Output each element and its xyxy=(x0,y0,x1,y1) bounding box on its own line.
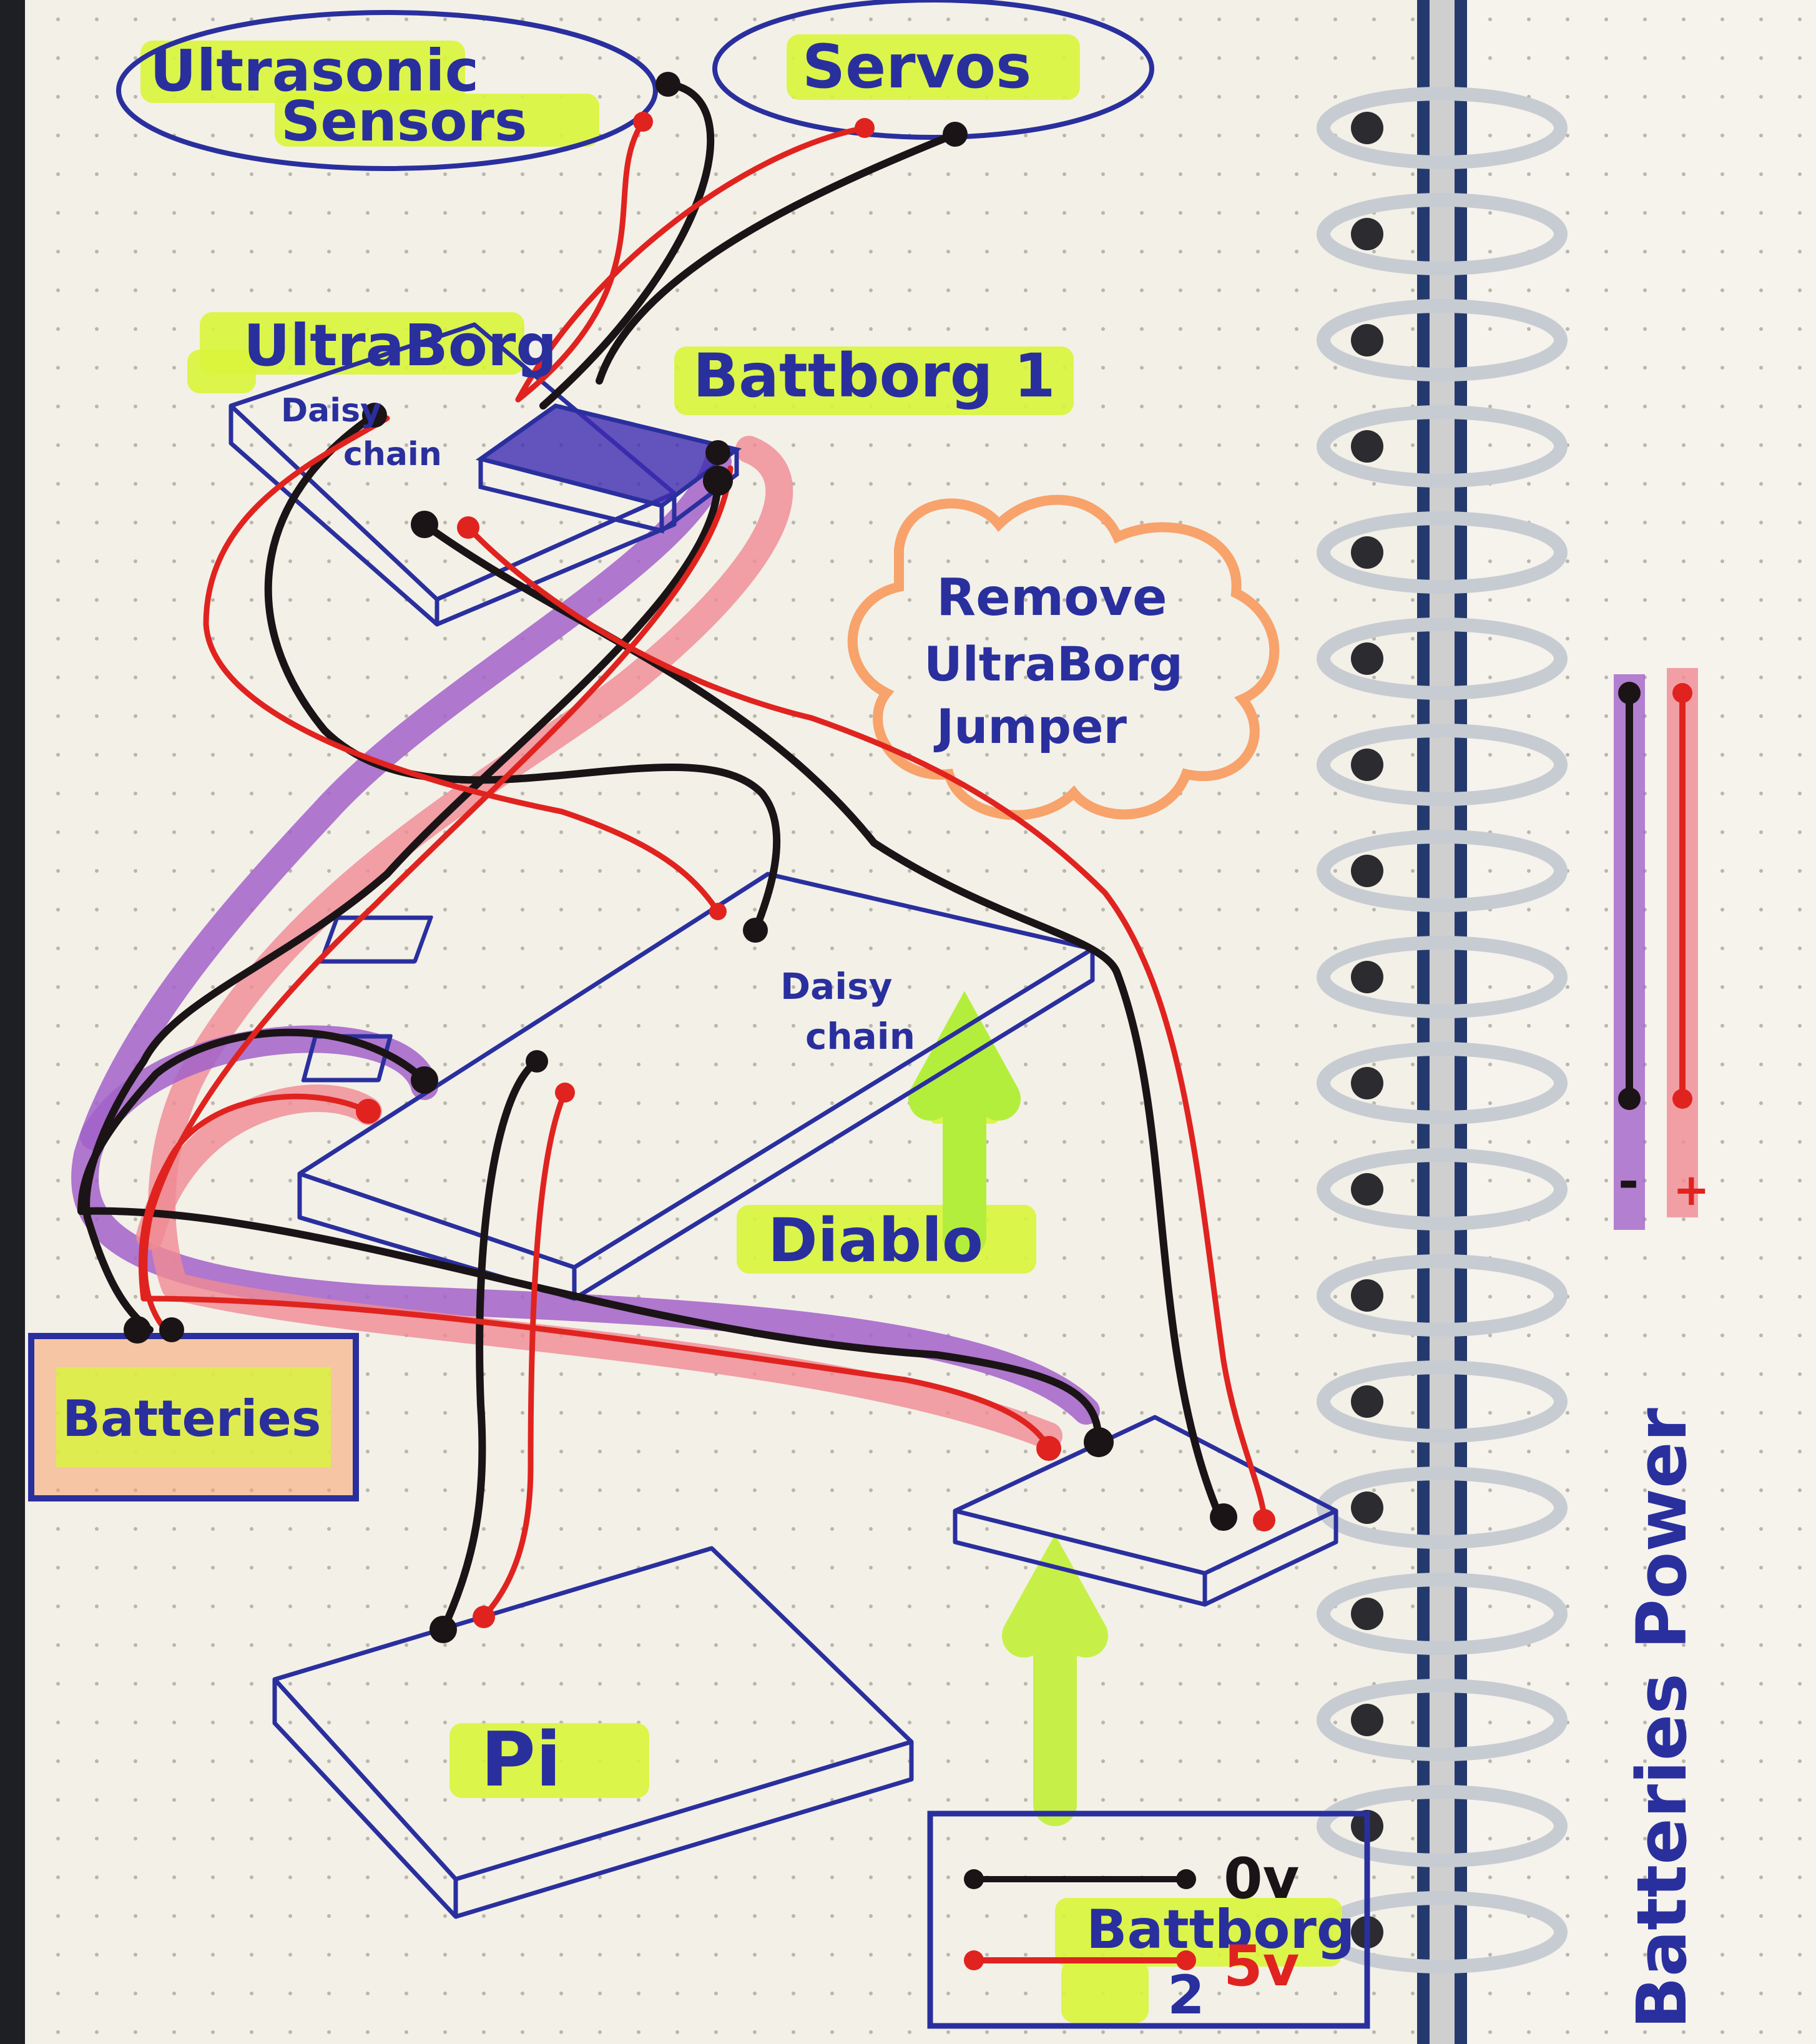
label-pi: Pi xyxy=(481,1717,561,1804)
binding-hole xyxy=(1351,324,1383,356)
purple-power-highlight xyxy=(71,448,1100,1425)
binding-hole xyxy=(1351,642,1383,675)
binding-hole xyxy=(1351,430,1383,463)
spiral-ring xyxy=(1317,87,1568,169)
spiral-ring xyxy=(1317,511,1568,594)
label-remove-line1: Remove xyxy=(936,568,1167,627)
legend-5v-label: 5v xyxy=(1224,1933,1299,1999)
green-arrow-diablo xyxy=(908,991,1021,1258)
label-remove-line3: Jumper xyxy=(933,699,1127,754)
legend-0v-label: 0v xyxy=(1224,1846,1299,1912)
binding-hole xyxy=(1351,1173,1383,1206)
binding-hole xyxy=(1351,1067,1383,1099)
binding-hole xyxy=(1351,961,1383,993)
side-batteries-power-label: Batteries Power xyxy=(1622,1408,1702,2029)
label-diablo: Diablo xyxy=(768,1206,983,1275)
spiral-ring xyxy=(1317,1679,1568,1761)
spiral-ring xyxy=(1317,405,1568,488)
label-batteries: Batteries xyxy=(62,1390,321,1448)
binding-hole xyxy=(1351,855,1383,887)
binding-hole xyxy=(1351,749,1383,781)
spiral-ring xyxy=(1317,1042,1568,1124)
spiral-ring xyxy=(1317,724,1568,806)
label-ultraborg: UltraBorg xyxy=(243,312,557,379)
label-highlights xyxy=(140,34,1342,2023)
spiral-ring xyxy=(1317,1785,1568,1867)
label-daisy-chain-ultraborg-2: chain xyxy=(343,436,442,473)
spiral-ring xyxy=(1317,1360,1568,1443)
binding-hole xyxy=(1351,1491,1383,1524)
green-arrow-battborg2 xyxy=(1002,1534,1108,1826)
binding-hole xyxy=(1351,112,1383,144)
label-battborg2-line2: 2 xyxy=(1167,1964,1205,2027)
binding-hole xyxy=(1351,1598,1383,1630)
pi-board xyxy=(272,1546,914,1919)
binding-hole xyxy=(1351,1385,1383,1418)
spiral-ring xyxy=(1317,1148,1568,1231)
cover-edge xyxy=(1430,0,1455,2044)
spiral-ring xyxy=(1317,1573,1568,1655)
binding-hole xyxy=(1351,1279,1383,1312)
side-plus-label: + xyxy=(1673,1164,1710,1216)
remove-jumper-cloud xyxy=(847,494,1280,820)
side-power-legend xyxy=(1614,668,1698,1230)
label-daisy-chain-diablo-2: chain xyxy=(805,1015,915,1058)
legend xyxy=(927,1811,1370,2029)
label-daisy-chain-ultraborg-1: Daisy xyxy=(281,392,381,430)
label-battborg2-line1: Battborg xyxy=(1086,1899,1355,1961)
label-ultrasonic-line2: Sensors xyxy=(281,89,527,154)
spiral-ring xyxy=(1317,936,1568,1018)
label-battborg1: Battborg 1 xyxy=(693,341,1056,411)
binding-hole xyxy=(1351,218,1383,250)
ultrasonic-sensors-bubble xyxy=(116,10,658,171)
wire-terminals xyxy=(124,72,1275,1643)
label-remove-line2: UltraBorg xyxy=(924,636,1183,692)
spiral-ring xyxy=(1317,830,1568,912)
servos-bubble xyxy=(712,0,1154,140)
label-daisy-chain-diablo-1: Daisy xyxy=(780,965,893,1008)
spiral-ring xyxy=(1317,1254,1568,1337)
label-servos: Servos xyxy=(802,32,1031,102)
binding-hole xyxy=(1351,536,1383,569)
spiral-ring xyxy=(1317,299,1568,381)
red-wires-5v xyxy=(138,119,1267,1620)
spiral-binding xyxy=(1317,87,1568,1973)
spiral-ring xyxy=(1317,617,1568,700)
battborg1-board xyxy=(475,403,742,534)
spiral-ring xyxy=(1317,1467,1568,1549)
label-ultrasonic-line1: Ultrasonic xyxy=(150,37,479,104)
spiral-ring xyxy=(1317,193,1568,275)
side-minus-label: - xyxy=(1618,1152,1639,1211)
batteries-pack xyxy=(28,1333,359,1501)
binding-hole xyxy=(1351,1704,1383,1736)
